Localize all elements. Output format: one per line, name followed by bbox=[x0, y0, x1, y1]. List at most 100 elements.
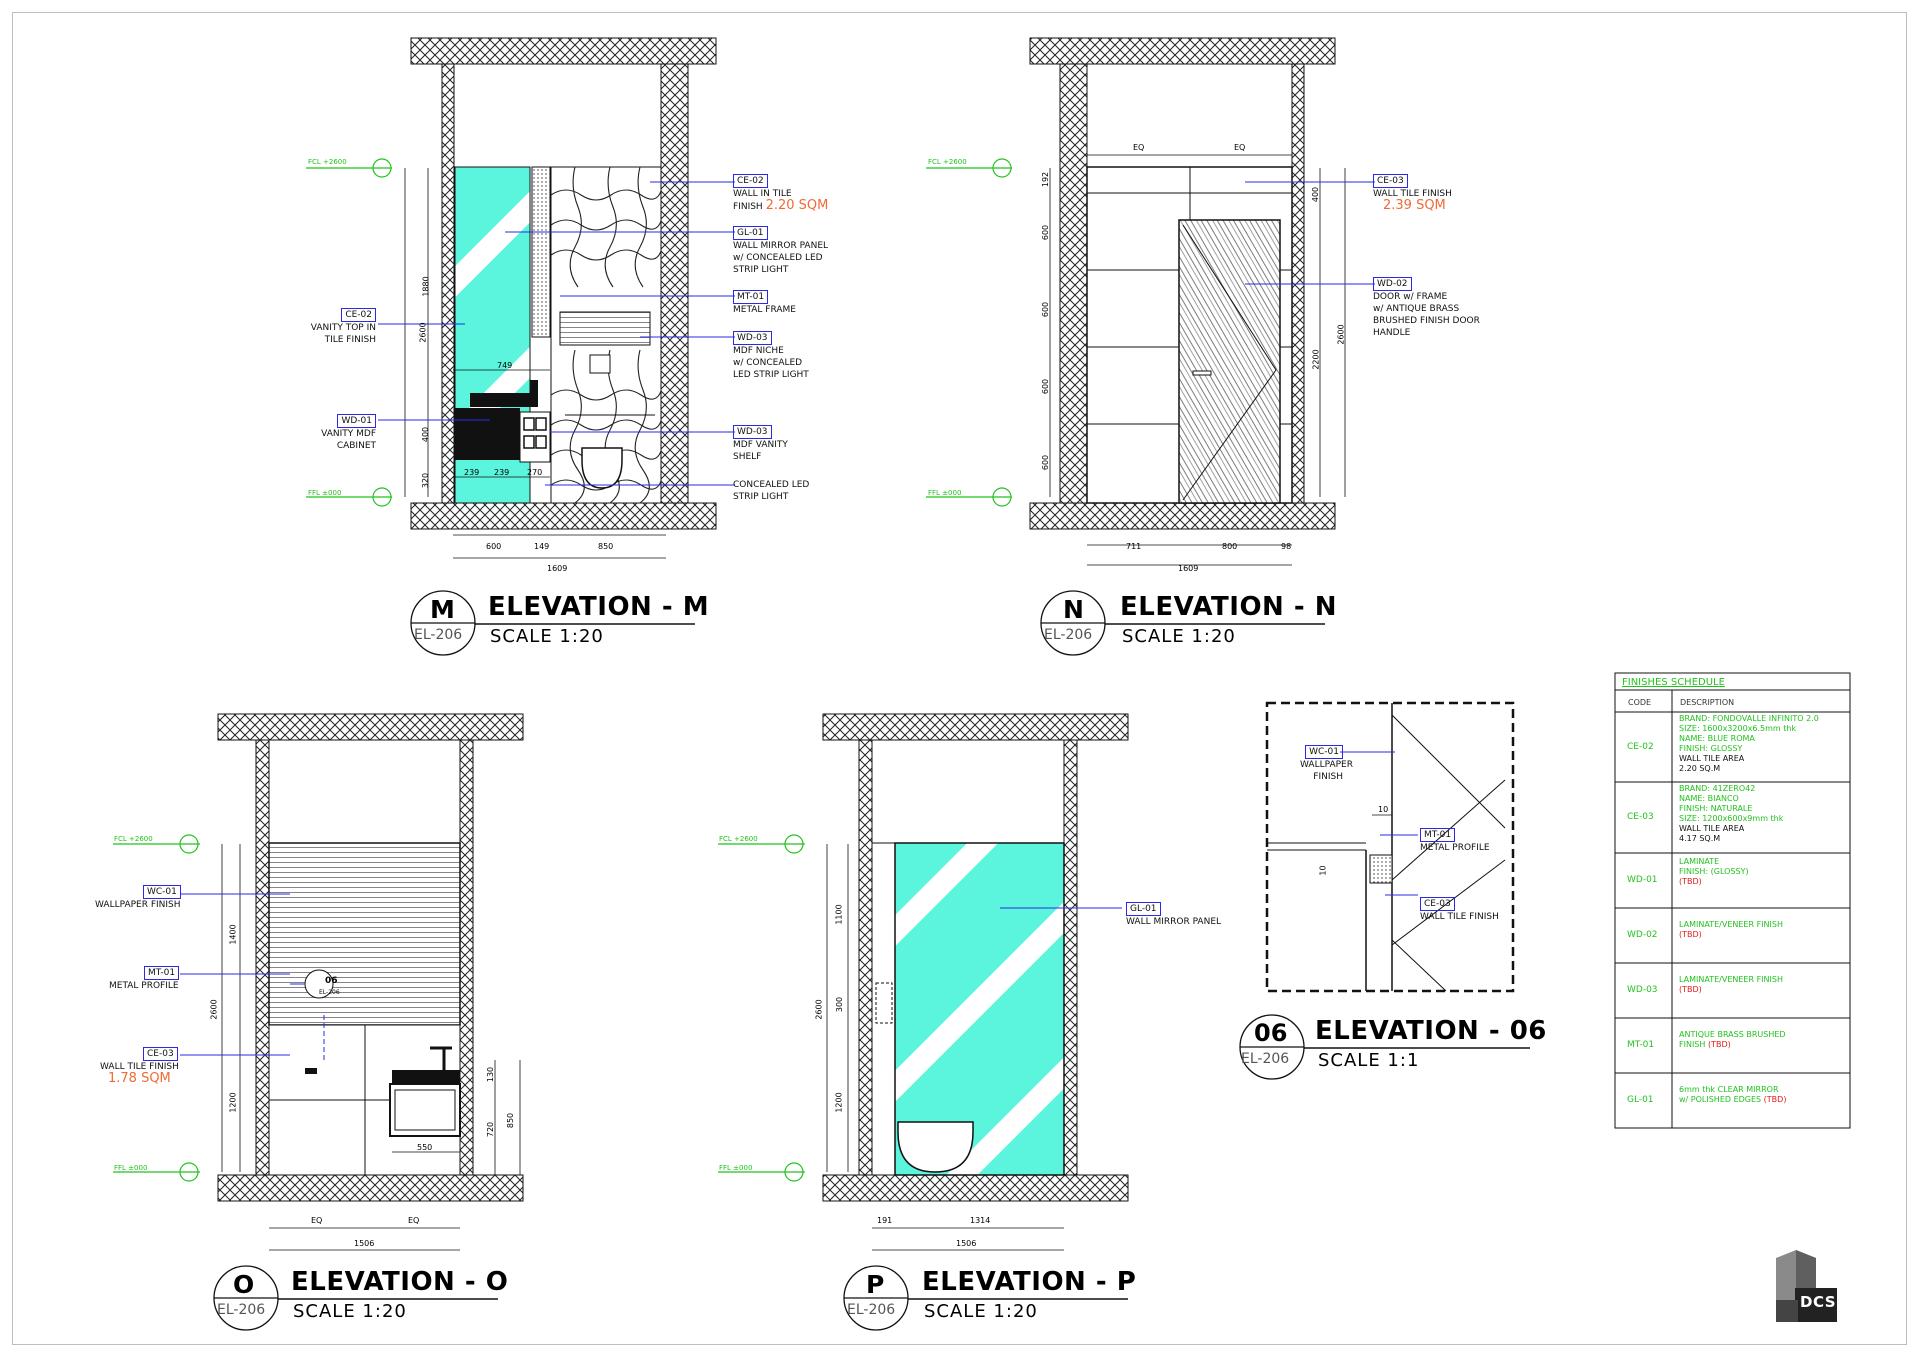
dim-p-1100: 1100 bbox=[834, 904, 844, 925]
title-p-letter: P bbox=[866, 1270, 885, 1299]
callout-code: CE-03 bbox=[143, 1047, 178, 1061]
desc-line: BRAND: FONDOVALLE INFINITO 2.0 bbox=[1679, 714, 1819, 723]
dim-o-1506: 1506 bbox=[354, 1239, 375, 1248]
desc-line: 2.20 SQ.M bbox=[1679, 764, 1721, 773]
dim-m-600: 600 bbox=[486, 542, 502, 551]
elevation-06 bbox=[1265, 701, 1515, 993]
schedule-desc: BRAND: 41ZERO42 NAME: BIANCO FINISH: NAT… bbox=[1679, 784, 1783, 844]
dim-p-1506: 1506 bbox=[956, 1239, 977, 1248]
desc-line: FINISH bbox=[1679, 1040, 1706, 1049]
title-06: ELEVATION - 06 bbox=[1315, 1016, 1547, 1046]
dcs-logo-icon bbox=[1776, 1250, 1837, 1322]
dim-n-2600: 2600 bbox=[1336, 324, 1346, 345]
ffl-label-m: FFL ±000 bbox=[308, 489, 342, 497]
title-n-ref: EL-206 bbox=[1044, 627, 1093, 643]
dim-m-149: 149 bbox=[534, 542, 550, 551]
elevation-m bbox=[306, 37, 735, 559]
dim-m-239a: 239 bbox=[464, 468, 480, 477]
detail-ref-num: 06 bbox=[325, 976, 338, 986]
fcl-label-o: FCL +2600 bbox=[114, 835, 153, 843]
callout-06-2: MT-01 METAL PROFILE bbox=[1420, 828, 1490, 854]
callout-text: WALL MIRROR PANEL bbox=[733, 241, 829, 251]
callout-n-1: CE-03 WALL TILE FINISH 2.39 SQM bbox=[1373, 174, 1452, 212]
callout-text: w/ ANTIQUE BRASS bbox=[1373, 304, 1460, 314]
callout-06-3: CE-03 WALL TILE FINISH bbox=[1420, 897, 1499, 923]
schedule-code: CE-02 bbox=[1627, 742, 1654, 752]
callout-m-left-2: WD-01 VANITY MDF CABINET bbox=[300, 414, 376, 452]
schedule-desc: 6mm thk CLEAR MIRROR w/ POLISHED EDGES (… bbox=[1679, 1085, 1786, 1105]
callout-text: LED STRIP LIGHT bbox=[733, 370, 809, 380]
dim-n-eq1: EQ bbox=[1133, 143, 1145, 152]
desc-line: WALL TILE AREA bbox=[1679, 824, 1745, 833]
dim-n-600d: 600 bbox=[1041, 454, 1051, 471]
dim-o-eq2: EQ bbox=[408, 1216, 420, 1225]
dim-o-130: 130 bbox=[486, 1066, 496, 1083]
callout-text: STRIP LIGHT bbox=[733, 492, 789, 502]
title-n-letter: N bbox=[1063, 595, 1084, 624]
dim-o-1400: 1400 bbox=[228, 924, 238, 945]
desc-tbd: (TBD) bbox=[1679, 985, 1702, 994]
dim-m-2600: 2600 bbox=[418, 322, 428, 343]
desc-line: BRAND: 41ZERO42 bbox=[1679, 784, 1756, 793]
area-value: 1.78 SQM bbox=[108, 1071, 171, 1086]
scale-06: SCALE 1:1 bbox=[1318, 1050, 1420, 1071]
title-o: ELEVATION - O bbox=[291, 1267, 509, 1297]
dim-m-400: 400 bbox=[421, 426, 431, 443]
dim-m-749: 749 bbox=[497, 361, 513, 370]
desc-line: SIZE: 1200x600x9mm thk bbox=[1679, 814, 1784, 823]
desc-line: FINISH: GLOSSY bbox=[1679, 744, 1743, 753]
title-p-ref: EL-206 bbox=[847, 1302, 896, 1318]
dim-m-270: 270 bbox=[527, 468, 543, 477]
dim-06-10b: 10 bbox=[1318, 865, 1328, 876]
callout-text: DOOR w/ FRAME bbox=[1373, 292, 1448, 302]
callout-code: WD-03 bbox=[733, 331, 772, 345]
callout-text: STRIP LIGHT bbox=[733, 265, 789, 275]
elevation-n bbox=[926, 37, 1375, 566]
fcl-label-n: FCL +2600 bbox=[928, 158, 967, 166]
callout-text: FINISH bbox=[1313, 772, 1343, 782]
callout-o-1: WC-01 WALLPAPER FINISH bbox=[95, 885, 181, 911]
dim-o-850: 850 bbox=[506, 1112, 516, 1129]
callout-text: HANDLE bbox=[1373, 328, 1411, 338]
scale-p: SCALE 1:20 bbox=[924, 1301, 1038, 1322]
fcl-label-p: FCL +2600 bbox=[719, 835, 758, 843]
dim-o-550: 550 bbox=[417, 1143, 433, 1152]
schedule-code: CE-03 bbox=[1627, 812, 1654, 822]
callout-text: WALLPAPER bbox=[1300, 760, 1353, 770]
scale-o: SCALE 1:20 bbox=[293, 1301, 407, 1322]
dim-m-1880: 1880 bbox=[421, 276, 431, 297]
dim-m-320: 320 bbox=[421, 472, 431, 489]
schedule-code: WD-03 bbox=[1627, 985, 1658, 995]
detail-ref-sheet: EL-206 bbox=[319, 989, 340, 996]
dim-o-1200: 1200 bbox=[228, 1092, 238, 1113]
sheet-border bbox=[12, 12, 1907, 1345]
dim-n-600c: 600 bbox=[1041, 378, 1051, 395]
dim-p-300: 300 bbox=[835, 996, 845, 1013]
callout-text: CABINET bbox=[336, 441, 376, 451]
callout-text: WALL TILE FINISH bbox=[100, 1062, 179, 1072]
callout-text: CONCEALED LED bbox=[733, 480, 810, 490]
callout-text: WALLPAPER FINISH bbox=[95, 900, 181, 910]
dim-n-eq2: EQ bbox=[1234, 143, 1246, 152]
schedule-desc: BRAND: FONDOVALLE INFINITO 2.0 SIZE: 160… bbox=[1679, 714, 1819, 774]
callout-text: WALL TILE FINISH bbox=[1373, 189, 1452, 199]
elevation-p bbox=[718, 713, 1129, 1251]
scale-m: SCALE 1:20 bbox=[490, 626, 604, 647]
schedule-row-gl01: GL-01 6mm thk CLEAR MIRROR w/ POLISHED E… bbox=[1615, 1073, 1850, 1128]
desc-line: 6mm thk CLEAR MIRROR bbox=[1679, 1085, 1779, 1094]
desc-tbd: (TBD) bbox=[1707, 1040, 1731, 1049]
callout-o-2: MT-01 METAL PROFILE bbox=[109, 966, 180, 992]
desc-line: WALL TILE AREA bbox=[1679, 754, 1745, 763]
callout-text: MDF VANITY bbox=[733, 440, 788, 450]
callout-m-3: MT-01 METAL FRAME bbox=[733, 290, 796, 316]
callout-code: CE-02 bbox=[341, 308, 376, 322]
callout-text: TILE FINISH bbox=[324, 335, 376, 345]
dim-p-191: 191 bbox=[877, 1216, 893, 1225]
dim-n-600b: 600 bbox=[1041, 301, 1051, 318]
schedule-grid bbox=[1614, 672, 1851, 1129]
callout-code: MT-01 bbox=[733, 290, 769, 304]
callout-code: GL-01 bbox=[733, 226, 768, 240]
dim-p-1200: 1200 bbox=[834, 1092, 844, 1113]
callout-code: WD-03 bbox=[733, 425, 772, 439]
